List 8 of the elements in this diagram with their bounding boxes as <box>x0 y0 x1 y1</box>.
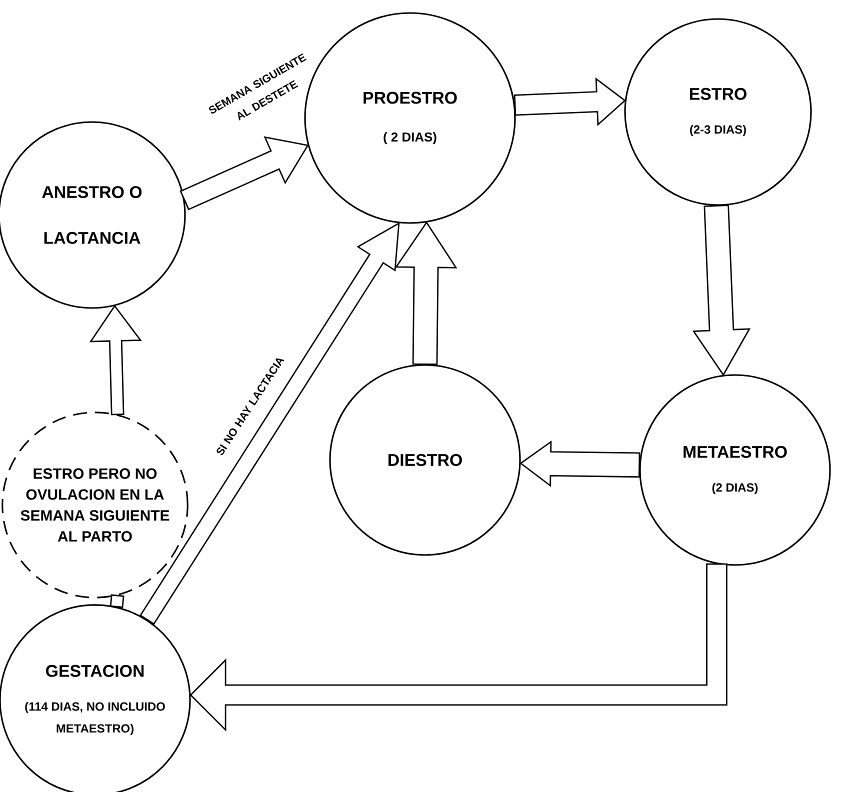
block-arrow <box>520 440 640 488</box>
block-arrow <box>394 221 458 366</box>
block-arrow <box>190 563 728 732</box>
block-arrow <box>692 204 751 376</box>
block-arrow <box>514 77 626 126</box>
block-arrow <box>89 304 142 416</box>
block-arrow <box>110 594 124 608</box>
block-arrow <box>180 136 309 210</box>
